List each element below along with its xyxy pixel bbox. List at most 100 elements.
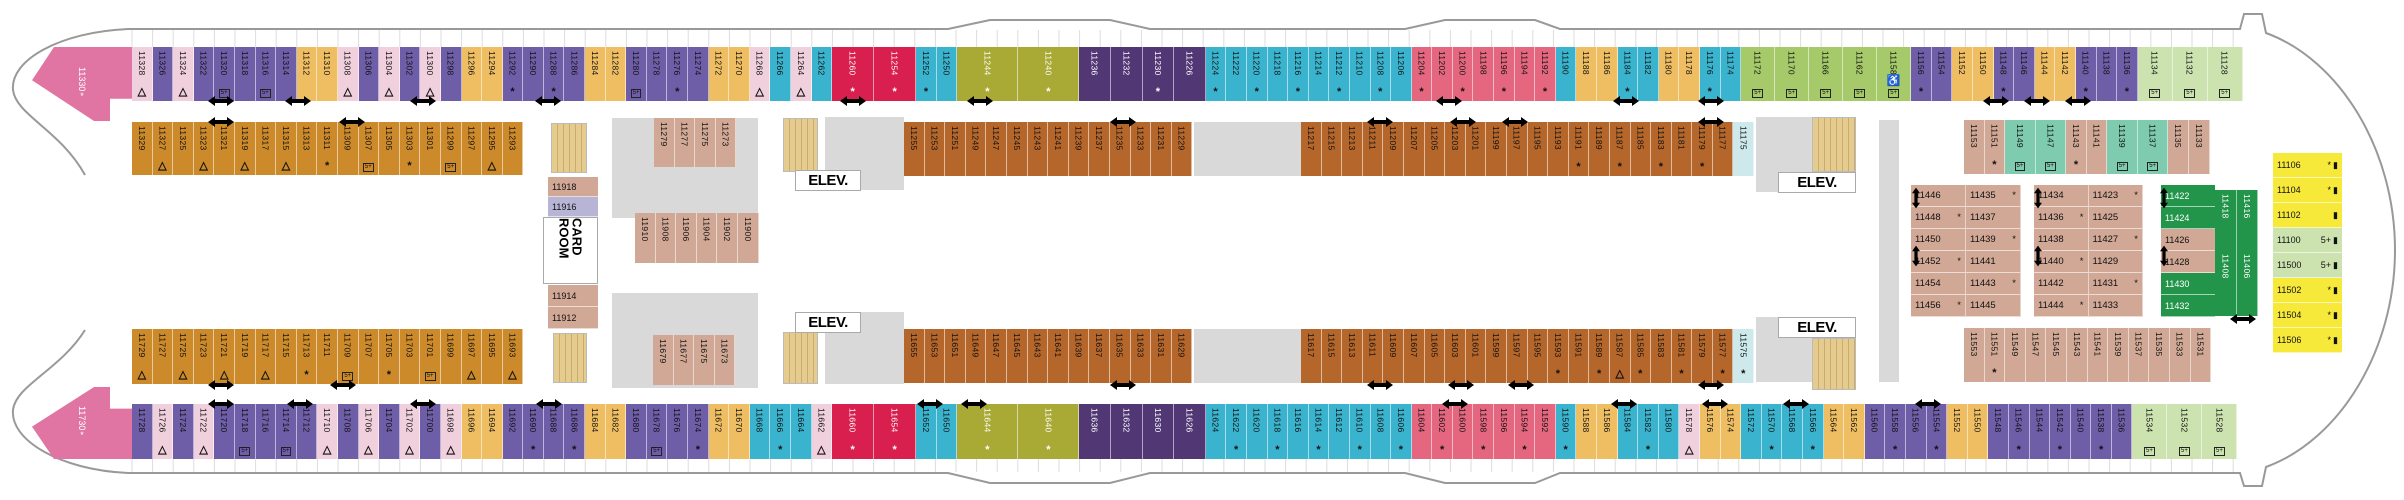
cabin-11278[interactable]: 11278 [646,47,668,101]
cabin-11674[interactable]: 11674* [688,404,709,459]
cabin-11215[interactable]: 11215 [1321,122,1343,176]
cabin-11545[interactable]: 11545 [2046,328,2067,382]
cabin-11721[interactable]: 11721△ [214,329,235,384]
cabin-11578[interactable]: 11578△ [1679,404,1700,459]
cabin-11605[interactable]: 11605 [1424,329,1446,383]
cabin-11247[interactable]: 11247 [986,122,1007,176]
cabin-11682[interactable]: 11682 [605,404,627,459]
cabin-11306[interactable]: 11306 [358,47,380,101]
cabin-11237[interactable]: 11237 [1089,122,1110,176]
cabin-11599[interactable]: 11599 [1486,329,1507,383]
cabin-11541[interactable]: 11541 [2087,328,2109,382]
cabin-11688[interactable]: 11688 [543,404,565,459]
cabin-11558[interactable]: 11558* [1885,404,1906,459]
cabin-11304[interactable]: 11304△ [379,47,400,101]
cabin-11675[interactable]: 11675 [694,335,715,385]
cabin-11214[interactable]: 11214 [1308,47,1330,101]
cabin-11633[interactable]: 11633 [1130,329,1152,383]
cabin-11273[interactable]: 11273 [715,118,737,167]
cabin-11708[interactable]: 11708 [337,404,359,459]
cabin-11707[interactable]: 11707 [358,329,380,384]
cabin-11630[interactable]: 11630 [1142,404,1175,459]
cabin-11203[interactable]: 11203 [1445,122,1466,176]
cabin-11298[interactable]: 11298 [440,47,462,101]
cabin-11186[interactable]: 11186 [1597,47,1618,101]
cabin-11595[interactable]: 11595 [1527,329,1549,383]
cabin-11322[interactable]: 11322 [193,47,215,101]
cabin-11437[interactable]: 11437 [1966,207,2021,229]
cabin-11235[interactable]: 11235 [1109,122,1131,176]
cabin-11908[interactable]: 11908 [655,213,677,263]
cabin-11668[interactable]: 11668 [749,404,771,459]
cabin-11156[interactable]: 11156* [1911,47,1932,101]
cabin-11629[interactable]: 11629 [1171,329,1193,383]
cabin-11918[interactable]: 11918 [548,177,598,197]
cabin-11245[interactable]: 11245 [1006,122,1028,176]
cabin-11323[interactable]: 11323△ [193,122,215,175]
cabin-11546[interactable]: 11546* [2008,404,2030,459]
cabin-11104[interactable]: 11104*▮ [2273,178,2342,203]
cabin-11226[interactable]: 11226 [1174,47,1206,101]
cabin-11640[interactable]: 11640* [1018,404,1080,459]
cabin-11193[interactable]: 11193 [1548,122,1569,176]
cabin-11233[interactable]: 11233 [1130,122,1152,176]
cabin-11632[interactable]: 11632 [1110,404,1143,459]
cabin-11201[interactable]: 11201 [1465,122,1487,176]
cabin-11676[interactable]: 11676 [667,404,689,459]
cabin-11641[interactable]: 11641 [1048,329,1069,383]
cabin-11618[interactable]: 11618* [1267,404,1289,459]
cabin-11418[interactable]: 11418 [2215,190,2237,250]
cabin-11251[interactable]: 11251 [945,122,966,176]
cabin-11549[interactable]: 11549 [2005,328,2026,382]
cabin-11585[interactable]: 11585* [1630,329,1652,383]
cabin-11194[interactable]: 11194 [1514,47,1536,101]
cabin-11679[interactable]: 11679 [653,335,674,385]
cabin-11647[interactable]: 11647 [986,329,1007,383]
cabin-11574[interactable]: 11574 [1720,404,1742,459]
cabin-11190[interactable]: 11190 [1555,47,1577,101]
cabin-11178[interactable]: 11178 [1679,47,1700,101]
cabin-11604[interactable]: 11604 [1411,404,1433,459]
cabin-11910[interactable]: 11910 [635,213,656,263]
cabin-11438[interactable]: 11438 [2034,229,2089,251]
cabin-11239[interactable]: 11239 [1068,122,1090,176]
cabin-11264[interactable]: 11264△ [791,47,812,101]
cabin-11432[interactable]: 11432 [2161,295,2215,317]
cabin-11266[interactable]: 11266 [770,47,791,101]
cabin-11576[interactable]: 11576 [1700,404,1721,459]
cabin-11699[interactable]: 11699 [440,329,462,384]
cabin-11610[interactable]: 11610* [1349,404,1371,459]
cabin-11912[interactable]: 11912 [548,307,598,329]
cabin-11179[interactable]: 11179* [1692,122,1713,176]
cabin-11222[interactable]: 11222 [1226,47,1247,101]
cabin-11262[interactable]: 11262 [811,47,833,101]
cabin-11575[interactable]: 11575* [1733,329,1755,383]
cabin-11597[interactable]: 11597 [1506,329,1528,383]
cabin-11607[interactable]: 11607 [1403,329,1425,383]
cabin-11720[interactable]: 11720 [214,404,235,459]
cabin-11275[interactable]: 11275 [695,118,716,167]
cabin-11570[interactable]: 11570* [1761,404,1783,459]
cabin-11504[interactable]: 11504*▮ [2273,303,2342,328]
cabin-11692[interactable]: 11692 [502,404,524,459]
cabin-11556[interactable]: 11556 [1905,404,1927,459]
cabin-11301[interactable]: 11301 [420,122,441,175]
cabin-11243[interactable]: 11243 [1027,122,1049,176]
cabin-11209[interactable]: 11209 [1383,122,1404,176]
cabin-11644[interactable]: 11644* [957,404,1019,459]
cabin-11603[interactable]: 11603 [1445,329,1466,383]
cabin-11302[interactable]: 11302 [399,47,421,101]
cabin-11177[interactable]: 11177 [1712,122,1734,176]
cabin-11622[interactable]: 11622* [1226,404,1247,459]
cabin-11579[interactable]: 11579 [1692,329,1713,383]
cabin-11539[interactable]: 11539 [2108,328,2129,382]
cabin-11652[interactable]: 11652 [916,404,937,459]
cabin-11620[interactable]: 11620 [1246,404,1268,459]
